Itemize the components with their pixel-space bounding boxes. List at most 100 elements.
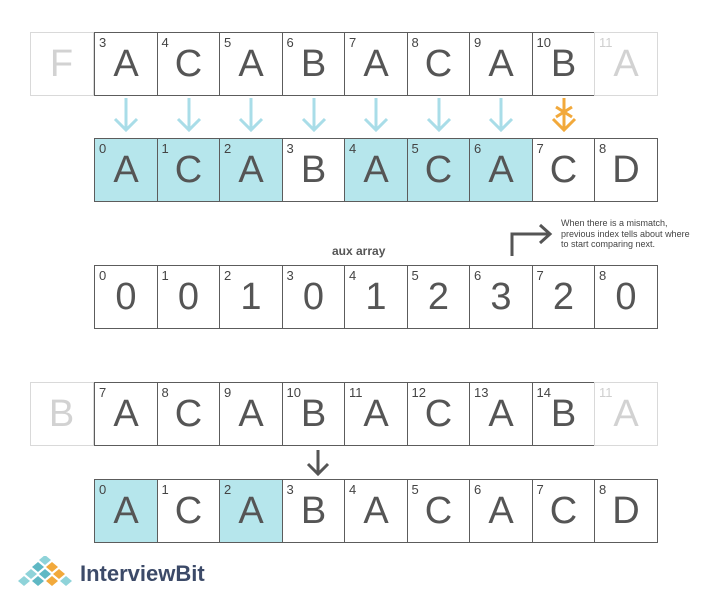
cell-index: 5: [411, 141, 419, 156]
match-arrow-icon: [238, 98, 264, 133]
cell-index: 6: [474, 268, 482, 283]
cell-value: A: [113, 393, 139, 435]
cell-index: 3: [286, 482, 294, 497]
cell-value: B: [300, 149, 327, 191]
cell-index: 4: [349, 268, 357, 283]
cell-index: 4: [349, 482, 357, 497]
cell-value: C: [424, 149, 453, 191]
cell-value: 3: [490, 276, 512, 318]
match-arrow-icon: [426, 98, 451, 133]
cell-index: 6: [474, 141, 482, 156]
cell-value: B: [300, 393, 327, 435]
cell-index: 7: [536, 141, 544, 156]
cell-index: 5: [224, 35, 232, 50]
cell-index: 11: [599, 35, 613, 50]
cell-index: 12: [411, 385, 426, 400]
cell-index: 1: [161, 268, 169, 283]
cell-index: 2: [224, 268, 232, 283]
cell-value: A: [488, 490, 514, 532]
cell-value: A: [488, 43, 514, 85]
cell-value: D: [612, 490, 640, 532]
cell-value: A: [363, 43, 389, 85]
cell-index: 11: [349, 385, 363, 400]
cell-value: A: [613, 393, 639, 435]
cell-index: 11: [599, 385, 613, 400]
cell-index: 7: [99, 385, 107, 400]
cell-value: A: [488, 393, 514, 435]
cell-index: 7: [536, 482, 544, 497]
cell-index: 3: [286, 268, 294, 283]
cell-value: A: [238, 490, 264, 532]
cell-index: 4: [161, 35, 169, 50]
bent-arrow-icon: [510, 223, 553, 256]
cell-index: 7: [536, 268, 544, 283]
cell-value: D: [612, 149, 640, 191]
cell-value: A: [238, 393, 264, 435]
mismatch-arrow-icon: [551, 98, 576, 133]
cell-value: A: [113, 149, 139, 191]
cell-index: 6: [474, 482, 482, 497]
cell-index: 1: [161, 482, 169, 497]
cell-value: 2: [427, 276, 450, 318]
cell-index: 8: [599, 268, 607, 283]
cell-index: 2: [224, 141, 232, 156]
cell-value: A: [363, 393, 389, 435]
logo: InterviewBit: [14, 556, 205, 592]
cell-index: 13: [474, 385, 489, 400]
cell-value: C: [174, 149, 203, 191]
cell-value: 0: [615, 276, 637, 318]
cell-index: 5: [411, 268, 419, 283]
cell-value: 0: [302, 276, 325, 318]
cell-value: C: [424, 43, 453, 85]
cell-index: 4: [349, 141, 357, 156]
match-arrow-icon: [301, 98, 326, 133]
cell-index: 3: [286, 141, 294, 156]
cell-value: C: [424, 393, 453, 435]
aux-array-caption: aux array: [332, 244, 386, 258]
cell-index: 5: [411, 482, 419, 497]
cell-value: A: [488, 149, 514, 191]
cell-index: 10: [286, 385, 301, 400]
cell-value: 1: [365, 276, 387, 318]
cell-value: A: [363, 490, 389, 532]
cell-value: A: [113, 490, 139, 532]
cell-value: 0: [177, 276, 200, 318]
cell-value: A: [238, 43, 264, 85]
cell-index: 8: [161, 385, 169, 400]
cell-value: B: [550, 393, 577, 435]
cell-index: 2: [224, 482, 232, 497]
cell-value: C: [424, 490, 453, 532]
logo-text: InterviewBit: [80, 561, 205, 586]
match-arrow-icon: [488, 98, 514, 133]
cell-value: A: [113, 43, 139, 85]
cell-value: C: [174, 43, 203, 85]
cell-value: B: [300, 43, 327, 85]
cell-value: C: [174, 490, 203, 532]
cell-value: A: [613, 43, 639, 85]
diamond-grid-logo-icon: [18, 556, 72, 586]
cell-value: C: [174, 393, 203, 435]
